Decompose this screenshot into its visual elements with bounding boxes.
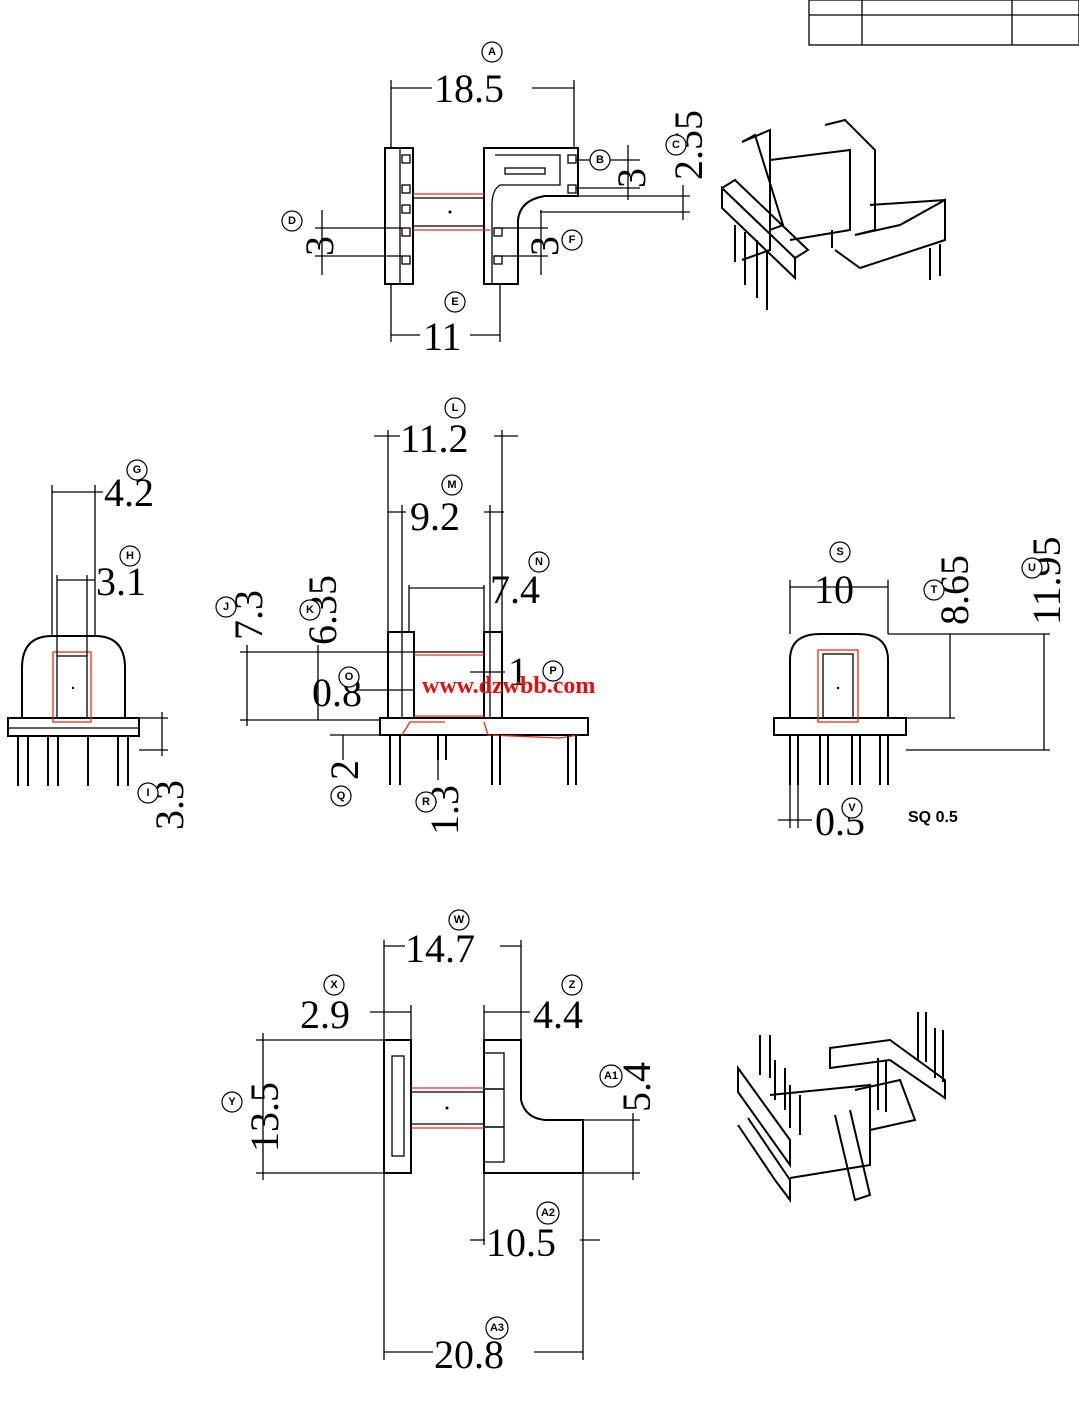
tag-M: M [441, 474, 463, 496]
tag-A: A [481, 41, 503, 63]
tag-Q: Q [330, 785, 352, 807]
svg-text:X: X [330, 979, 338, 991]
tag-U: U [1021, 557, 1043, 579]
tag-F: F [561, 229, 583, 251]
dim-Z-value: 4.4 [533, 992, 583, 1037]
tag-A2: A2 [536, 1201, 560, 1225]
tag-G: G [126, 459, 148, 481]
tag-I: I [137, 782, 159, 804]
tag-R: R [415, 791, 437, 813]
svg-text:T: T [931, 584, 938, 596]
tag-B: B [589, 149, 611, 171]
svg-text:K: K [306, 604, 314, 616]
dim-Q-value: 2 [322, 760, 367, 780]
svg-text:P: P [549, 665, 556, 677]
tag-N: N [528, 551, 550, 573]
dim-G-value: 4.2 [104, 470, 154, 515]
tag-O: O [338, 666, 360, 688]
tag-S: S [829, 541, 851, 563]
tag-X: X [323, 974, 345, 996]
svg-text:R: R [422, 796, 430, 808]
svg-text:D: D [288, 215, 296, 227]
top-view [315, 80, 690, 342]
dim-E-value: 11 [423, 314, 462, 359]
tag-Y: Y [221, 1091, 243, 1113]
dim-P-value: 1 [508, 649, 528, 694]
svg-text:N: N [535, 556, 543, 568]
tag-Z: Z [561, 974, 583, 996]
svg-text:I: I [146, 787, 149, 799]
svg-text:B: B [596, 154, 604, 166]
svg-text:U: U [1028, 562, 1036, 574]
dim-A1-value: 5.4 [614, 1062, 659, 1112]
svg-text:Q: Q [337, 790, 346, 802]
front-view [240, 430, 589, 785]
svg-text:A: A [488, 46, 496, 58]
svg-text:W: W [454, 914, 465, 926]
tag-E: E [444, 291, 466, 313]
dim-M-value: 9.2 [410, 494, 460, 539]
svg-text:S: S [836, 546, 843, 558]
dimension-tags: A B C D E F G H I J K L M N O P Q R S T … [119, 41, 1043, 1340]
dim-B-value: 3 [609, 168, 654, 188]
tag-P: P [542, 660, 564, 682]
svg-text:C: C [672, 139, 680, 151]
dim-D-value: 3 [297, 236, 342, 256]
dim-N-value: 7.4 [490, 567, 540, 612]
dim-U-value: 11.95 [1024, 536, 1069, 625]
svg-text:L: L [452, 402, 459, 414]
dim-Y-value: 13.5 [242, 1082, 287, 1152]
svg-text:F: F [569, 234, 576, 246]
svg-text:M: M [447, 479, 456, 491]
side-view-right [773, 580, 1050, 828]
tag-C: C [665, 134, 687, 156]
dim-J-value: 7.3 [226, 590, 271, 640]
dim-L-value: 11.2 [400, 416, 469, 461]
svg-text:E: E [451, 296, 458, 308]
dim-W-value: 14.7 [405, 926, 475, 971]
svg-text:Y: Y [228, 1096, 236, 1108]
dim-S-value: 10 [814, 567, 854, 612]
dim-H-value: 3.1 [96, 559, 146, 604]
dim-A-value: 18.5 [434, 66, 504, 111]
dim-F-value: 3 [522, 236, 567, 256]
dim-A3-value: 20.8 [434, 1332, 504, 1377]
tag-H: H [119, 545, 141, 567]
svg-text:A1: A1 [604, 1070, 618, 1082]
svg-text:G: G [133, 464, 142, 476]
side-view-left [7, 485, 168, 786]
dim-A2-value: 10.5 [486, 1220, 556, 1265]
bottom-view [256, 940, 640, 1360]
tag-A3: A3 [485, 1316, 509, 1340]
isometric-view-bottom [737, 1012, 946, 1203]
tag-K: K [299, 599, 321, 621]
svg-text:V: V [848, 802, 856, 814]
svg-text:J: J [223, 601, 229, 613]
svg-text:Z: Z [569, 979, 576, 991]
svg-text:A3: A3 [490, 1322, 504, 1334]
tag-W: W [448, 909, 470, 931]
tag-D: D [281, 210, 303, 232]
title-block [808, 0, 1079, 46]
isometric-view-top [721, 118, 946, 310]
tag-T: T [923, 579, 945, 601]
tag-V: V [841, 797, 863, 819]
svg-text:A2: A2 [541, 1207, 555, 1219]
tag-A1: A1 [599, 1064, 623, 1088]
svg-text:H: H [126, 550, 134, 562]
dim-X-value: 2.9 [300, 992, 350, 1037]
watermark: www.dzwbb.com [422, 673, 595, 699]
svg-text:O: O [345, 671, 354, 683]
pin-note: SQ 0.5 [908, 809, 958, 826]
tag-J: J [215, 596, 237, 618]
tag-L: L [444, 397, 466, 419]
dimension-labels: 18.5 3 2.55 3 3 11 4.2 3.1 3.3 11.2 9.2 … [96, 66, 1069, 1377]
